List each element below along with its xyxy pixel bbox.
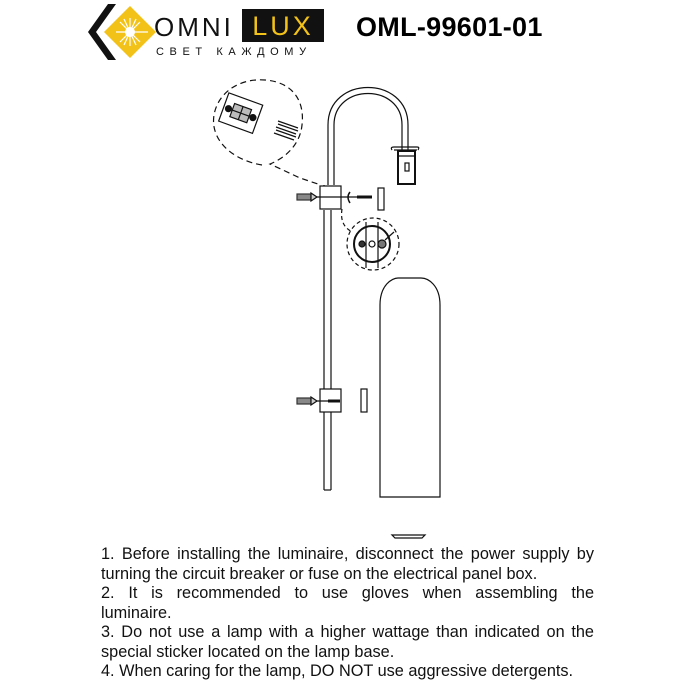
instruction-line: turning the circuit breaker or fuse on t…	[101, 564, 538, 583]
wall-plug-icon	[296, 395, 319, 407]
mounting-bracket-icon	[310, 185, 370, 210]
header: OMNI LUX СВЕТ КАЖДОМУ OML-99601-01	[0, 0, 700, 70]
brand-slogan: СВЕТ КАЖДОМУ	[156, 46, 312, 58]
instruction-line: 4. When caring for the lamp, DO NOT use …	[101, 662, 574, 680]
cover-plate-icon	[377, 187, 385, 211]
brand-logo: OMNI LUX СВЕТ КАЖДОМУ	[88, 4, 328, 62]
lamp-socket-icon	[390, 146, 420, 185]
shade-retainer-icon	[390, 534, 427, 539]
safety-instructions: 1. Before installing the luminaire, disc…	[101, 545, 594, 682]
glass-shade-icon	[379, 277, 441, 498]
brand-name-lux-box: LUX	[242, 9, 324, 42]
brand-name-lux: LUX	[252, 11, 314, 41]
installation-diagram	[212, 79, 441, 539]
wire-ends-icon	[273, 120, 299, 141]
omnilux-diamond-sun-logo-icon	[88, 4, 156, 60]
model-number: OML-99601-01	[356, 12, 543, 42]
screw-icon	[347, 191, 372, 204]
instruction-line: 1. Before installing the luminaire, disc…	[101, 545, 594, 563]
instruction-line: special sticker located on the lamp base…	[101, 642, 395, 661]
cover-plate-icon	[360, 388, 368, 413]
brand-name-omni: OMNI	[154, 12, 234, 42]
instruction-line: luminaire.	[101, 603, 172, 622]
instruction-line: 2. It is recommended to use gloves when …	[101, 584, 594, 602]
bracket-detail-circle-icon	[340, 208, 400, 271]
terminal-block-detail-icon	[212, 79, 319, 185]
instruction-line: 3. Do not use a lamp with a higher watta…	[101, 623, 594, 641]
arched-lamp-arm-icon	[323, 86, 409, 491]
mounting-bracket-icon	[310, 388, 342, 413]
wall-plug-icon	[296, 191, 319, 203]
terminal-block-icon	[217, 92, 264, 135]
